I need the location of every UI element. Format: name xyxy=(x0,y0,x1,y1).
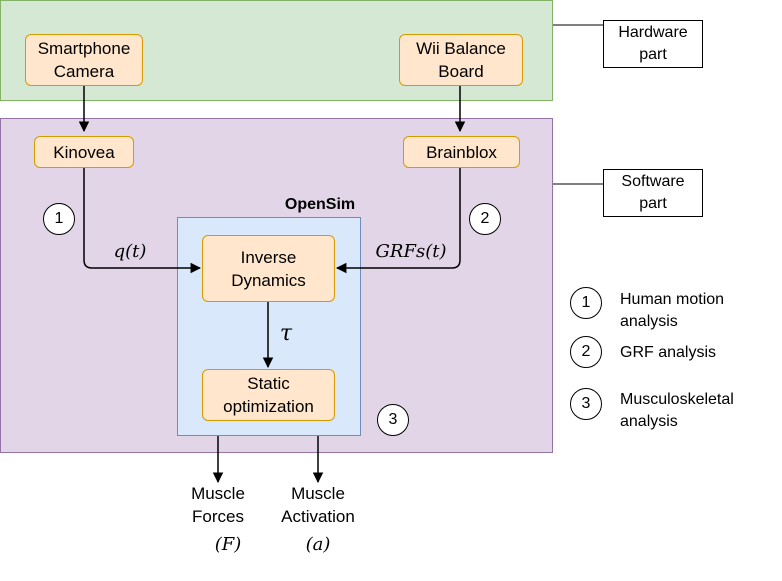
legend-2-badge: 2 xyxy=(570,336,602,368)
smartphone-camera-node[interactable]: Smartphone Camera xyxy=(25,34,143,86)
legend-2-text: GRF analysis xyxy=(620,344,717,361)
forces-symbol: (F) xyxy=(214,534,242,555)
grfs-of-t-label: GRFs(t) xyxy=(375,241,447,262)
wii-balance-board-node[interactable]: Wii Balance Board xyxy=(399,34,523,86)
software-part-callout: Software part xyxy=(603,169,703,217)
q-of-t-label: q(t) xyxy=(113,241,147,262)
legend-1-text: Human motion analysis xyxy=(620,291,725,330)
muscle-forces-label: Muscle Forces xyxy=(191,484,245,526)
activation-symbol: (a) xyxy=(305,534,331,555)
edge-brainblox-inverse-dynamics xyxy=(335,168,461,274)
opensim-title: OpenSim xyxy=(284,196,356,213)
muscle-activation-label: Muscle Activation xyxy=(281,484,355,526)
step-2-badge: 2 xyxy=(469,203,501,235)
tau-label: τ xyxy=(279,321,293,346)
inverse-dynamics-node[interactable]: Inverse Dynamics xyxy=(202,235,335,302)
brainblox-node[interactable]: Brainblox xyxy=(403,136,520,168)
step-3-badge: 3 xyxy=(377,404,409,436)
static-optimization-node[interactable]: Static optimization xyxy=(202,369,335,421)
step-1-badge: 1 xyxy=(43,203,75,235)
kinovea-node[interactable]: Kinovea xyxy=(34,136,134,168)
legend-1-badge: 1 xyxy=(570,287,602,319)
legend-3-text: Musculoskeletal analysis xyxy=(620,391,734,430)
edge-kinovea-inverse-dynamics xyxy=(83,168,202,274)
hardware-part-callout: Hardware part xyxy=(603,20,703,68)
legend-3-badge: 3 xyxy=(570,388,602,420)
